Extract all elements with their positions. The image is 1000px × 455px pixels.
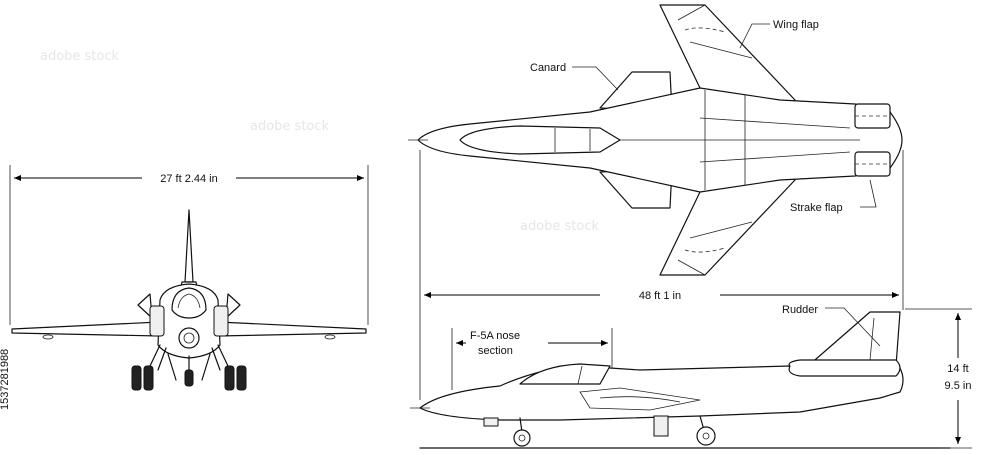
front-view — [11, 209, 367, 391]
svg-text:adobe stock: adobe stock — [250, 119, 330, 134]
wingspan-dimension: 27 ft 2.44 in — [9, 165, 369, 325]
side-callouts: Rudder F-5A nose section — [451, 304, 881, 390]
height-label-1: 14 ft — [947, 363, 968, 375]
stock-id: 1537281988 — [0, 349, 11, 410]
nose-section-label-2: section — [478, 345, 513, 357]
top-callouts: Canard Wing flap Strake flap — [530, 19, 877, 214]
svg-text:adobe stock: adobe stock — [520, 219, 600, 234]
length-dimension: 48 ft 1 in — [419, 150, 904, 400]
strake-flap-label: Strake flap — [790, 202, 843, 214]
height-dimension: 14 ft 9.5 in — [905, 308, 972, 449]
length-label: 48 ft 1 in — [639, 290, 681, 302]
nose-section-label-1: F-5A nose — [470, 330, 520, 342]
canard-label: Canard — [530, 62, 566, 74]
rudder-label: Rudder — [782, 304, 818, 316]
top-view — [408, 4, 903, 276]
side-view — [410, 311, 951, 449]
svg-text:adobe stock: adobe stock — [40, 49, 120, 64]
wing-flap-label: Wing flap — [773, 19, 819, 31]
height-label-2: 9.5 in — [945, 380, 972, 392]
wingspan-label: 27 ft 2.44 in — [160, 173, 218, 185]
